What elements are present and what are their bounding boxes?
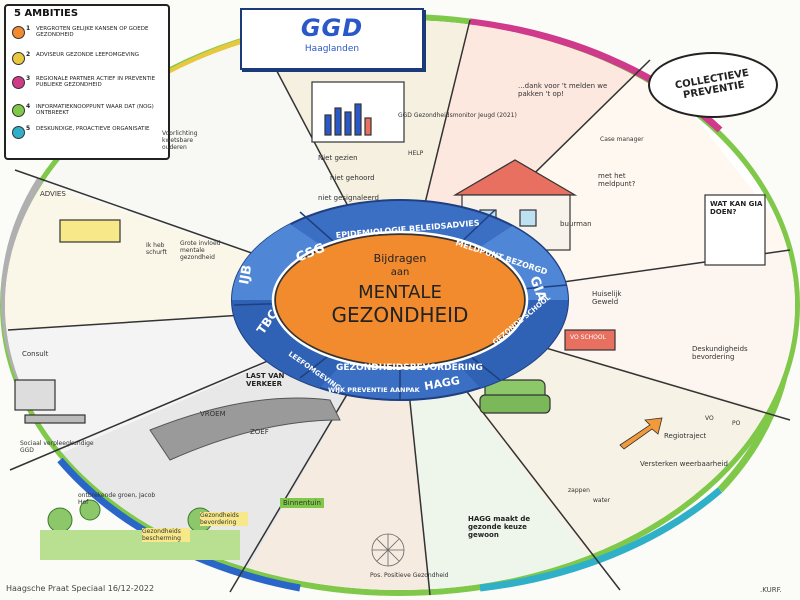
annotation-sociaal-verpleegkundige: Sociaal verpleegkundige GGD bbox=[20, 440, 94, 454]
annotation-positieve-gezondheid: Pos. Positieve Gezondheid bbox=[370, 572, 449, 579]
annotation-deskundigheidsbevordering: Deskundigheids bevordering bbox=[692, 345, 748, 361]
annotation-regiotraject: Regiotraject bbox=[664, 432, 707, 440]
annotation-niet-gesignaleerd: niet gesignaleerd bbox=[318, 194, 379, 202]
annotation-help: HELP bbox=[408, 150, 424, 157]
annotation-versterken-weerbaarheid: Versterken weerbaarheid bbox=[640, 460, 728, 468]
logo-name: GGD bbox=[300, 14, 364, 42]
artist-credit: .KURF. bbox=[760, 586, 782, 594]
ambitie-item: 5 DESKUNDIGE, PROACTIEVE ORGANISATIE bbox=[12, 126, 162, 146]
ring-label-gezondheidsbevordering: GEZONDHEIDSBEVORDERING bbox=[336, 363, 483, 373]
ambitie-number: 1 bbox=[26, 25, 31, 32]
collectieve-label: COLLECTIEVE PREVENTIE bbox=[674, 67, 750, 102]
ambities-panel: 5 AMBITIES 1 VERGROTEN GELIJKE KANSEN OP… bbox=[4, 4, 170, 160]
positive-health-wheel bbox=[371, 533, 405, 567]
sofa-illustration bbox=[479, 379, 551, 414]
annotation-ontbrekende-groen: ontbrekende groen, Jacob Hof bbox=[78, 492, 156, 506]
center-ellipse bbox=[274, 233, 526, 367]
annotation-dank-voor: ...dank voor 't melden we pakken 't op! bbox=[518, 82, 608, 98]
annotation-gezondheids-bescherming: Gezondheids bescherming bbox=[142, 528, 190, 542]
ambitie-item: 3 REGIONALE PARTNER ACTIEF IN PREVENTIE … bbox=[12, 76, 162, 96]
network-icon bbox=[12, 104, 25, 117]
regiotraject-arrow bbox=[619, 417, 663, 450]
ring-label-hagg: HAGG bbox=[423, 374, 460, 393]
ambitie-text: ADVISEUR GEZONDE LEEFOMGEVING bbox=[36, 52, 140, 58]
ambitie-number: 5 bbox=[26, 125, 31, 132]
annotation-gezondheidsmonitor: GGD Gezondheidsmonitor Jeugd (2021) bbox=[398, 112, 517, 119]
ambitie-text: INFORMATIEKNOOPPUNT WAAR DAT (NOG) ONTBR… bbox=[36, 104, 154, 116]
park-trees bbox=[40, 499, 240, 560]
annotation-water: water bbox=[593, 497, 611, 504]
annotation-case-manager: Case manager bbox=[600, 136, 644, 143]
annotation-advies: ADVIES bbox=[40, 190, 66, 198]
annotation-vroem: VROEM bbox=[200, 410, 226, 418]
ambitie-number: 3 bbox=[26, 75, 31, 82]
annotation-niet-gehoord: niet gehoord bbox=[330, 174, 375, 182]
annotation-vo: VO bbox=[705, 415, 714, 422]
annotation-binnentuin: Binnentuin bbox=[280, 498, 324, 508]
ambities-title: 5 AMBITIES bbox=[14, 8, 79, 19]
annotation-last-van-verkeer: LAST VAN VERKEER bbox=[246, 372, 285, 388]
vo-school bbox=[564, 329, 616, 351]
ambitie-item: 4 INFORMATIEKNOOPPUNT WAAR DAT (NOG) ONT… bbox=[12, 104, 162, 124]
people-icon bbox=[12, 26, 25, 39]
gia-board bbox=[704, 194, 766, 266]
logo-subtitle: Haaglanden bbox=[304, 44, 360, 54]
annotation-vo-school: VO SCHOOL bbox=[570, 334, 606, 341]
annotation-hagg-maakt: HAGG maakt de gezonde keuze gewoon bbox=[468, 515, 531, 539]
ring-label-ijb: IJB bbox=[237, 264, 255, 286]
center-line-2: aan bbox=[391, 267, 410, 278]
annotation-grote-invloed: Grote invloed mentale gezondheid bbox=[180, 240, 221, 261]
ambitie-number: 2 bbox=[26, 51, 31, 58]
annotation-zappen: zappen bbox=[568, 487, 590, 494]
whiteboard-chart bbox=[311, 81, 405, 143]
ambitie-text: REGIONALE PARTNER ACTIEF IN PREVENTIE PU… bbox=[36, 76, 156, 88]
annotation-po: PO bbox=[732, 420, 741, 427]
center-line-1: Bijdragen bbox=[374, 252, 427, 265]
ambitie-text: VERGROTEN GELIJKE KANSEN OP GOEDE GEZOND… bbox=[36, 26, 149, 38]
collectieve-preventie-bubble: COLLECTIEVE PREVENTIE bbox=[648, 52, 778, 118]
ambitie-number: 4 bbox=[26, 103, 31, 110]
checklist-icon bbox=[12, 52, 25, 65]
consult-desk bbox=[14, 379, 86, 424]
annotation-zoef: ZOEF bbox=[250, 428, 269, 436]
footer-event: Haagsche Praat Speciaal 16/12-2022 bbox=[6, 584, 155, 593]
ggd-logo: GGD Haaglanden bbox=[240, 8, 424, 70]
handshake-icon bbox=[12, 76, 25, 89]
annotation-consult: Consult bbox=[22, 350, 49, 358]
annotation-niet-gezien: Niet gezien bbox=[318, 154, 358, 162]
advies-desk bbox=[59, 219, 121, 243]
annotation-wat-kan-gia: WAT KAN GIA DOEN? bbox=[710, 200, 763, 216]
annotation-met-het-meldpunt: met het meldpunt? bbox=[598, 172, 636, 188]
annotation-buurman: buurman bbox=[560, 220, 592, 228]
center-line-4: GEZONDHEID bbox=[332, 303, 469, 327]
ring-label-wijk-preventie: WIJK PREVENTIE AANPAK bbox=[328, 386, 421, 394]
annotation-huiselijk-geweld: Huiselijk Geweld bbox=[592, 290, 622, 306]
ambitie-text: DESKUNDIGE, PROACTIEVE ORGANISATIE bbox=[36, 126, 150, 132]
annotation-gezondheids-bevordering: Gezondheids bevordering bbox=[200, 512, 248, 526]
globe-icon bbox=[12, 126, 25, 139]
ambitie-item: 2 ADVISEUR GEZONDE LEEFOMGEVING bbox=[12, 52, 162, 72]
annotation-ik-heb-schurft: Ik heb schurft bbox=[146, 242, 167, 256]
center-line-3: MENTALE bbox=[358, 282, 442, 303]
ambitie-item: 1 VERGROTEN GELIJKE KANSEN OP GOEDE GEZO… bbox=[12, 26, 162, 46]
annotation-voorlichting: Voorlichting kwetsbare ouderen bbox=[162, 130, 198, 151]
